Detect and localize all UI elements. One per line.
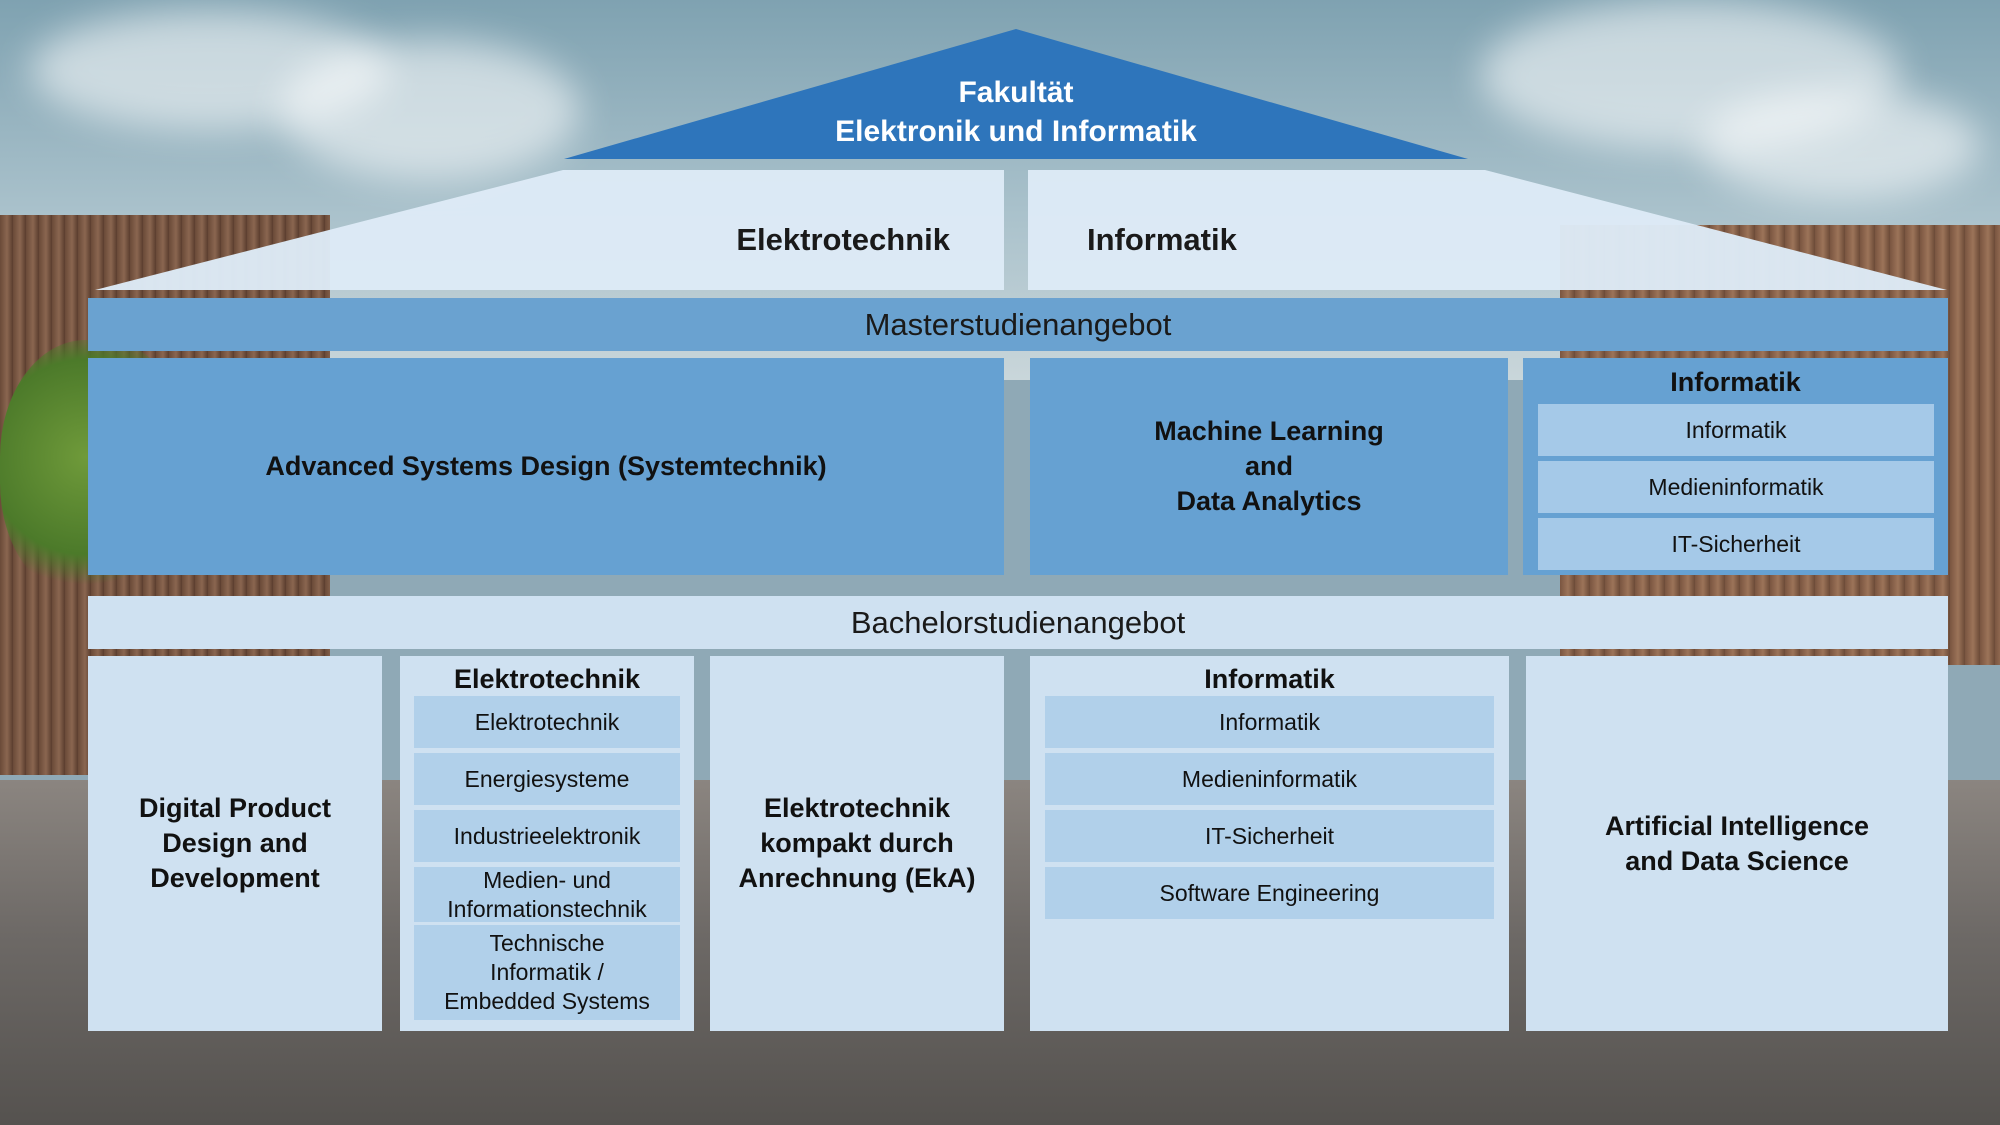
eka-title-line3: Anrechnung (EkA): [738, 863, 976, 893]
aids-title-line2: and Data Science: [1625, 845, 1849, 876]
etech-item-line: Technische: [489, 930, 605, 956]
faculty-title-line2: Elektronik und Informatik: [835, 115, 1197, 148]
bachelor-informatik-item[interactable]: IT-Sicherheit: [1045, 810, 1494, 862]
master-box-informatik: Informatik Informatik Medieninformatik I…: [1523, 358, 1948, 575]
master-box-asd-title: Advanced Systems Design (Systemtechnik): [265, 451, 827, 481]
eka-title-line1: Elektrotechnik: [763, 793, 951, 823]
ml-title-line2: and: [1244, 451, 1293, 481]
etech-item-line: Informatik /: [490, 959, 604, 985]
bachelor-elektrotechnik-item[interactable]: Elektrotechnik: [414, 696, 680, 748]
bachelor-band-label: Bachelorstudienangebot: [850, 604, 1186, 640]
master-box-advanced-systems-design[interactable]: Advanced Systems Design (Systemtechnik): [88, 358, 1004, 575]
bachelor-box-ai-data-science[interactable]: Artificial Intelligence and Data Science: [1526, 656, 1948, 1031]
cloud: [280, 40, 580, 180]
roof-label-informatik: Informatik: [1087, 222, 1237, 257]
master-band-label: Masterstudienangebot: [864, 306, 1172, 342]
faculty-title: Fakultät Elektronik und Informatik: [760, 70, 1272, 154]
etech-item-line: Embedded Systems: [444, 988, 650, 1014]
etech-item-line: Energiesysteme: [464, 765, 630, 792]
master-informatik-item[interactable]: Medieninformatik: [1538, 461, 1934, 513]
aids-title-line1: Artificial Intelligence: [1604, 810, 1870, 841]
roof-wing-elektrotechnik: [95, 170, 1004, 290]
bachelor-box-elektrotechnik: Elektrotechnik Elektrotechnik Energiesys…: [400, 656, 694, 1031]
bachelor-box-digital-product-design[interactable]: Digital Product Design and Development: [88, 656, 382, 1031]
bachelor-box-informatik: Informatik Informatik Medieninformatik I…: [1030, 656, 1509, 1031]
faculty-title-line1: Fakultät: [958, 76, 1074, 109]
etech-item-line: Elektrotechnik: [474, 708, 620, 735]
bachelor-informatik-item[interactable]: Medieninformatik: [1045, 753, 1494, 805]
bachelor-band: Bachelorstudienangebot: [88, 596, 1948, 649]
master-informatik-item[interactable]: IT-Sicherheit: [1538, 518, 1934, 570]
master-informatik-item[interactable]: Informatik: [1538, 404, 1934, 456]
bachelor-informatik-item[interactable]: Informatik: [1045, 696, 1494, 748]
eka-title-line2: kompakt durch: [760, 828, 954, 858]
bachelor-elektrotechnik-item[interactable]: Technische Informatik / Embedded Systems: [414, 925, 680, 1020]
bachelor-elektrotechnik-item[interactable]: Medien- und Informationstechnik: [414, 867, 680, 922]
etech-item-line: Industrieelektronik: [453, 822, 641, 849]
bachelor-informatik-heading: Informatik: [1204, 663, 1335, 694]
ml-title-line1: Machine Learning: [1154, 416, 1384, 446]
dpd-title-line3: Development: [150, 863, 320, 893]
etech-item-line: Informationstechnik: [447, 895, 647, 922]
master-band: Masterstudienangebot: [88, 298, 1948, 351]
bachelor-elektrotechnik-item[interactable]: Energiesysteme: [414, 753, 680, 805]
master-informatik-heading: Informatik: [1670, 366, 1801, 397]
cloud: [1700, 90, 1980, 200]
ml-title-line3: Data Analytics: [1176, 486, 1362, 516]
dpd-title-line2: Design and: [162, 828, 308, 858]
roof-label-elektrotechnik: Elektrotechnik: [736, 222, 950, 257]
dpd-title-line1: Digital Product: [138, 793, 331, 823]
master-box-machine-learning[interactable]: Machine Learning and Data Analytics: [1030, 358, 1508, 575]
bachelor-elektrotechnik-item[interactable]: Industrieelektronik: [414, 810, 680, 862]
bachelor-elektrotechnik-heading: Elektrotechnik: [453, 663, 641, 694]
roof-wing-informatik: [1028, 170, 1947, 290]
bachelor-informatik-item[interactable]: Software Engineering: [1045, 867, 1494, 919]
etech-item-line: Medien- und: [483, 866, 611, 893]
faculty-roof-triangle: [564, 29, 1468, 159]
bachelor-box-eka[interactable]: Elektrotechnik kompakt durch Anrechnung …: [710, 656, 1004, 1031]
